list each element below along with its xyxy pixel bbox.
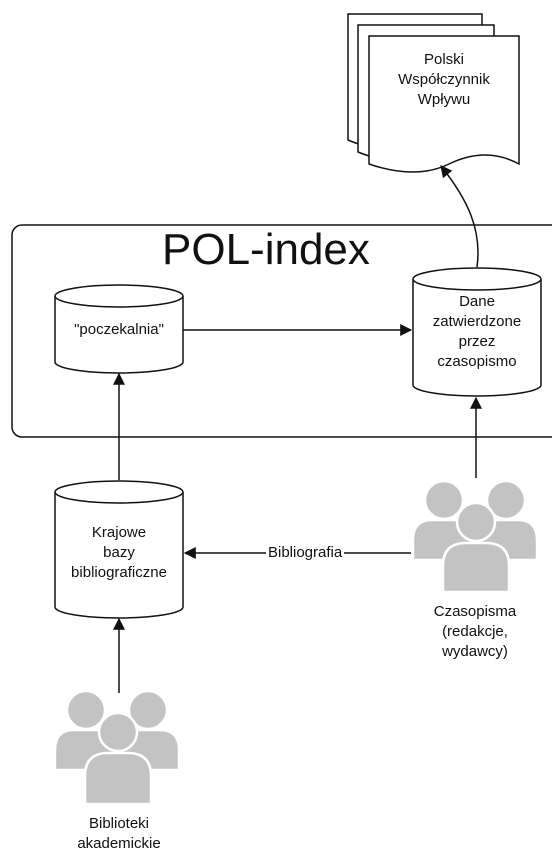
journals-line-2: (redakcje, [442,623,508,640]
libraries-line-2: akademickie [77,835,161,852]
approved-data-line-3: przez [458,333,496,350]
journals-people-icon [411,479,539,594]
journals-line-3: wydawcy) [442,643,508,660]
national-db-line-3: bibliograficzne [71,564,167,581]
national-db-cylinder [54,480,184,619]
national-db-line-1: Krajowe [91,524,147,541]
pol-index-container [11,224,552,438]
approved-data-label: Dane zatwierdzone przez czasopismo [413,292,541,372]
national-db-label: Krajowe bazy bibliograficzne [55,523,183,583]
impact-factor-line-3: Wpływu [417,91,471,108]
approved-data-line-1: Dane [459,293,495,310]
impact-factor-line-1: Polski [423,51,464,68]
national-db-line-2: bazy [103,544,135,561]
waiting-room-label: "poczekalnia" [74,321,164,338]
approved-data-line-2: zatwierdzone [432,313,522,330]
impact-factor-documents [347,13,520,173]
pol-index-title: POL-index [162,225,370,274]
journals-label: Czasopisma (redakcje, wydawcy) [400,602,550,662]
libraries-line-1: Biblioteki [88,815,150,832]
approved-data-line-4: czasopismo [437,353,517,370]
impact-factor-label: Polski Współczynnik Wpływu [369,50,519,110]
impact-factor-line-2: Współczynnik [398,71,490,88]
journals-line-1: Czasopisma [433,603,517,620]
approved-data-cylinder [412,267,542,397]
edge-approved-to-impact-factor [440,165,479,268]
bibliography-edge-label: Bibliografia [266,544,345,562]
libraries-label: Biblioteki akademickie [44,814,194,854]
libraries-people-icon [53,689,181,806]
